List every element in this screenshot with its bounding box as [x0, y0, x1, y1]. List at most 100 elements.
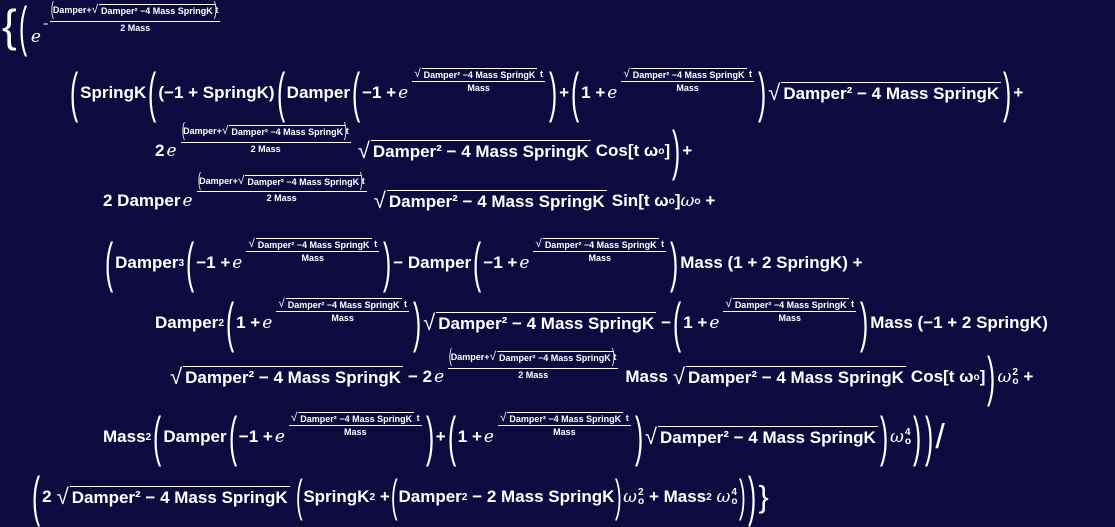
paren: )	[1003, 62, 1012, 123]
radical-icon: √	[373, 188, 386, 213]
math-token: Damper² − 4 Mass SpringK	[386, 190, 607, 212]
math-token: 2	[42, 487, 52, 507]
math-token: Damper² − 4 Mass SpringK	[183, 366, 404, 388]
denominator: Mass	[301, 252, 324, 263]
square-root: √Damper² −4 Mass SpringK	[278, 297, 402, 310]
math-token: t	[404, 298, 408, 309]
math-token: Cos[t ω	[910, 367, 974, 387]
paren: )	[758, 62, 767, 123]
math-token: Damper² − 4 Mass SpringK	[69, 486, 290, 508]
paren: )	[748, 466, 757, 527]
math-token: t	[215, 4, 219, 15]
euler-e: e	[607, 83, 618, 104]
math-token: t	[613, 351, 617, 362]
paren: (	[186, 232, 195, 293]
math-token: Damper² −4 Mass SpringK	[298, 411, 415, 424]
math-token: Mass (1 + 2 SpringK) +	[680, 253, 863, 273]
paren: )	[913, 406, 922, 467]
math-token: t	[851, 298, 855, 309]
fraction: √Damper² −4 Mass SpringK t Mass	[412, 67, 545, 93]
radical-icon: √	[170, 364, 183, 390]
math-token: o	[694, 195, 701, 207]
omega-symbol: ω	[889, 427, 904, 448]
paren: )	[860, 292, 869, 353]
math-token: Damper² −4 Mass SpringK	[229, 124, 346, 137]
square-root: √Damper² − 4 Mass SpringK	[673, 366, 906, 388]
paren: )	[413, 292, 422, 353]
math-token: Damper² − 4 Mass SpringK	[370, 140, 591, 162]
math-token: +	[435, 427, 446, 447]
fraction: √Damper² −4 Mass SpringK t Mass	[621, 67, 755, 93]
math-token: Damper	[398, 487, 462, 507]
paren: )	[548, 62, 558, 123]
denominator: Mass	[331, 312, 354, 323]
math-token: Mass	[625, 367, 668, 387]
math-token: −1 +	[238, 427, 273, 447]
euler-e: e	[398, 83, 409, 104]
math-token: ]	[664, 141, 671, 161]
paren: )	[359, 168, 363, 191]
omega-symbol: ω	[680, 191, 695, 212]
math-token: SpringK	[303, 487, 370, 507]
sqrt-term: Damper² − 4 Mass SpringK	[781, 82, 1002, 104]
square-root: √Damper² −4 Mass SpringK	[248, 237, 372, 250]
paren: (	[181, 118, 185, 141]
math-token: t	[749, 68, 753, 79]
math-token: Damper+	[450, 351, 490, 362]
paren: (	[295, 472, 303, 522]
denominator: 2 Mass	[518, 369, 549, 380]
paren: (	[225, 292, 235, 353]
omega-symbol: ω	[997, 367, 1012, 388]
math-token: o	[668, 195, 675, 207]
math-token: +	[1023, 367, 1034, 387]
math-token: Sin[t ω	[611, 191, 669, 211]
paren: (	[197, 168, 201, 191]
fraction: √Damper² −4 Mass SpringK t Mass	[288, 411, 422, 437]
math-token: Damper	[163, 427, 227, 447]
numerator: ( Damper+ √Damper² −4 Mass SpringK ) t	[50, 0, 221, 22]
math-token: Damper	[286, 83, 350, 103]
math-token: Damper² −4 Mass SpringK	[245, 174, 362, 187]
math-token: −1 +	[483, 253, 518, 273]
math-token: o	[904, 436, 912, 448]
math-token: −1 +	[196, 253, 231, 273]
line-2: 2 e ( Damper+ √Damper² −4 Mass SpringK )…	[155, 118, 692, 178]
numerator: ( Damper+ √Damper² −4 Mass SpringK ) t	[196, 168, 367, 193]
math-token: t	[661, 238, 665, 249]
open-brace: {	[2, 2, 17, 52]
math-token: Damper² − 4 Mass SpringK	[686, 366, 906, 388]
math-token: ]	[674, 191, 681, 211]
math-token: o	[731, 496, 738, 508]
math-token: − 2 Mass SpringK	[472, 487, 615, 507]
math-token: t	[416, 412, 420, 423]
omega-symbol: ω	[623, 487, 637, 508]
math-token: o	[637, 496, 645, 508]
math-token: 2	[155, 141, 165, 161]
denominator: Mass	[553, 426, 576, 437]
radical-icon: √	[644, 424, 657, 450]
open-paren: (	[18, 0, 27, 57]
math-token: o	[973, 371, 980, 383]
math-token: Damper² −4 Mass SpringK	[99, 3, 215, 16]
math-token: +	[1013, 83, 1024, 103]
exponent-fraction: ( Damper+ √Damper² −4 Mass SpringK ) t 2…	[50, 0, 221, 33]
radical-icon: √	[414, 67, 421, 80]
paren: )	[615, 472, 623, 522]
math-token: o	[1012, 376, 1019, 388]
euler-e: e	[519, 253, 530, 274]
radical-icon: √	[535, 237, 542, 250]
math-token: −1 +	[362, 83, 397, 103]
math-token: Mass (−1 + 2 SpringK)	[870, 313, 1048, 333]
math-token: 4	[904, 427, 911, 439]
square-root: √Damper² −4 Mass SpringK	[92, 3, 215, 16]
math-token: t	[625, 412, 629, 423]
paren: )	[343, 118, 347, 141]
term-springk: SpringK	[80, 83, 147, 103]
numerator: ( Damper+ √Damper² −4 Mass SpringK ) t	[180, 118, 351, 143]
fraction: √Damper² −4 Mass SpringK t Mass	[246, 237, 380, 263]
square-root: √Damper² −4 Mass SpringK	[623, 67, 747, 80]
